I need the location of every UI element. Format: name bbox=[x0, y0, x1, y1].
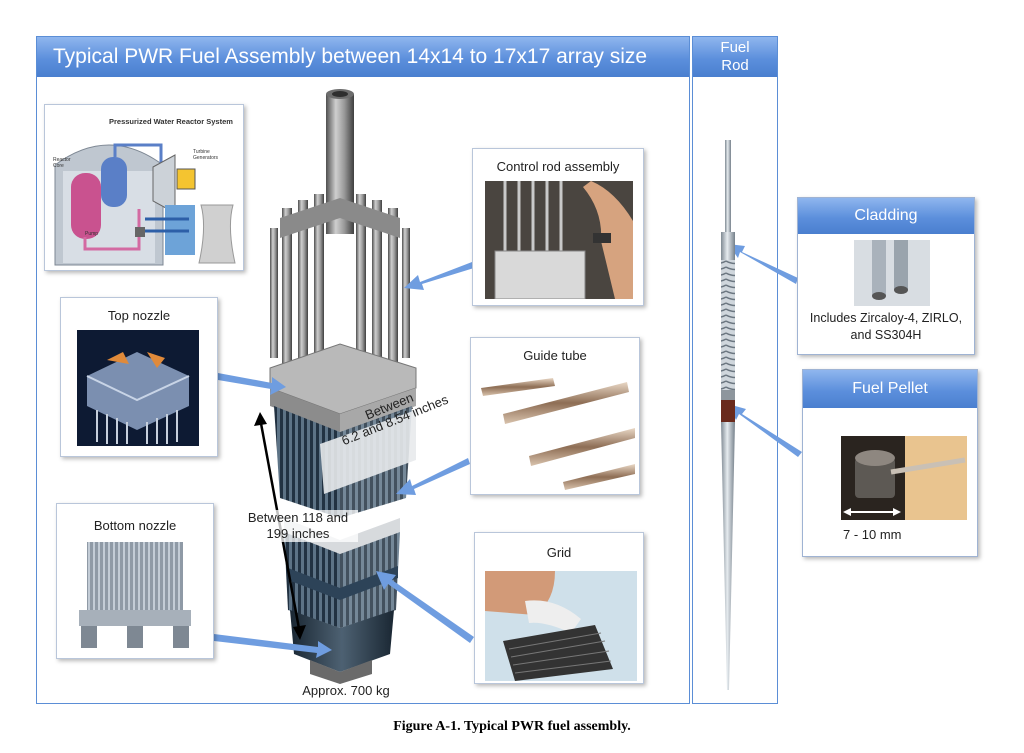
pwr-reactor-label: Reactor Core bbox=[53, 157, 71, 169]
grid-label: Grid bbox=[546, 545, 572, 560]
fuel-pellet-title-bar: Fuel Pellet bbox=[803, 370, 977, 408]
bottom-nozzle-label: Bottom nozzle bbox=[93, 518, 177, 533]
guide-tube-card: Guide tube bbox=[470, 337, 640, 495]
top-nozzle-label: Top nozzle bbox=[107, 308, 171, 323]
fuel-rod-title-line1: Fuel bbox=[720, 39, 750, 56]
cladding-description: Includes Zircaloy-4, ZIRLO, and SS304H bbox=[798, 310, 974, 344]
pwr-system-card: Pressurized Water Reactor System Reactor… bbox=[44, 104, 244, 271]
fuel-assembly-illustration bbox=[269, 89, 417, 684]
main-title-bar: Typical PWR Fuel Assembly between 14x14 … bbox=[37, 37, 689, 77]
grid-photo bbox=[485, 571, 637, 681]
control-rod-card: Control rod assembly bbox=[472, 148, 644, 306]
cladding-photo bbox=[854, 240, 930, 306]
pwr-pump-label: Pump bbox=[85, 231, 99, 237]
fuel-pellet-size: 7 - 10 mm bbox=[843, 527, 902, 542]
control-rod-photo bbox=[485, 181, 633, 299]
guide-tube-label: Guide tube bbox=[523, 348, 587, 363]
height-measurement: Between 118 and 199 inches bbox=[238, 510, 358, 542]
height-line2: 199 inches bbox=[266, 526, 330, 541]
top-nozzle-card: Top nozzle bbox=[60, 297, 218, 457]
bottom-nozzle-card: Bottom nozzle bbox=[56, 503, 214, 659]
pwr-system-title: Pressurized Water Reactor System bbox=[109, 117, 233, 126]
cladding-title: Cladding bbox=[854, 207, 918, 224]
fuel-rod-title-line2: Rod bbox=[721, 57, 749, 74]
cladding-title-bar: Cladding bbox=[798, 198, 974, 234]
fuel-rod-illustration bbox=[721, 140, 735, 690]
fuel-rod-panel: Fuel Rod bbox=[692, 36, 778, 704]
figure-caption: Figure A-1. Typical PWR fuel assembly. bbox=[393, 719, 631, 734]
pwr-turbine-label: Turbine Generators bbox=[193, 149, 219, 161]
pwr-system-diagram bbox=[54, 143, 236, 266]
cladding-card: Cladding Includes Zircaloy-4, ZIRLO, and… bbox=[797, 197, 975, 355]
fuel-pellet-card: Fuel Pellet 7 - 10 mm bbox=[802, 369, 978, 557]
control-rod-label: Control rod assembly bbox=[496, 159, 620, 174]
cladding-desc-line2: and SS304H bbox=[850, 328, 922, 342]
fuel-pellet-title: Fuel Pellet bbox=[852, 380, 928, 397]
main-title: Typical PWR Fuel Assembly between 14x14 … bbox=[53, 45, 648, 68]
bottom-nozzle-photo bbox=[79, 542, 191, 648]
guide-tube-photo bbox=[481, 378, 635, 490]
fuel-pellet-photo bbox=[841, 436, 967, 520]
fuel-rod-title-bar: Fuel Rod bbox=[693, 37, 777, 77]
cladding-desc-line1: Includes Zircaloy-4, ZIRLO, bbox=[809, 311, 963, 325]
top-nozzle-photo bbox=[77, 330, 199, 446]
grid-card: Grid bbox=[474, 532, 644, 684]
height-line1: Between 118 and bbox=[247, 510, 349, 525]
weight-label: Approx. 700 kg bbox=[302, 683, 390, 698]
